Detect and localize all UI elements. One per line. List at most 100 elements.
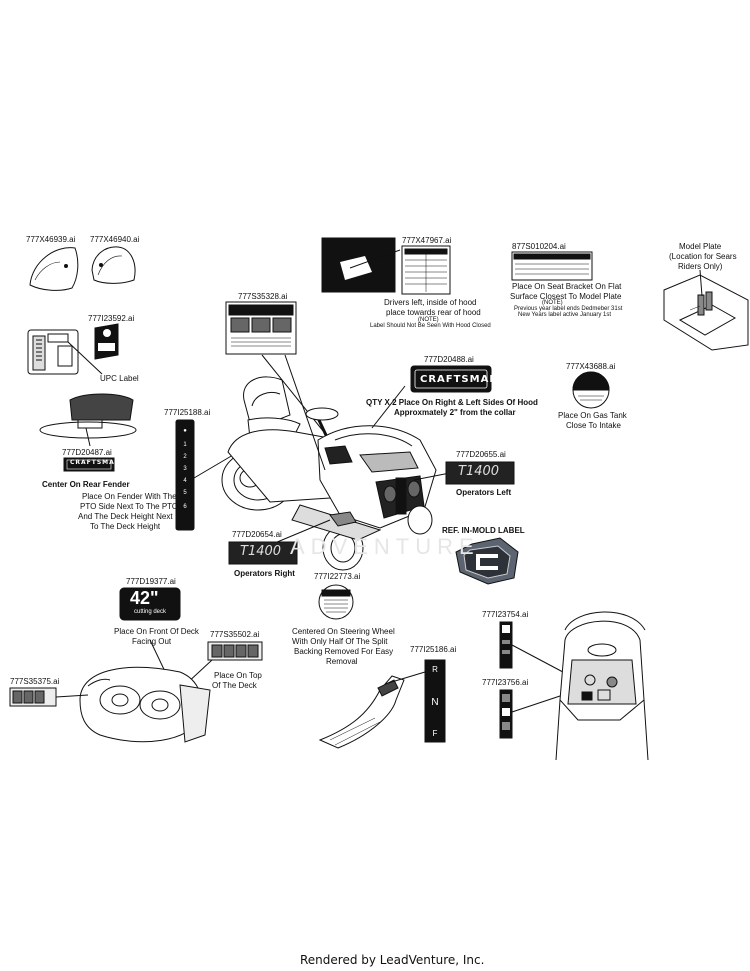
part-number-777x43688: 777X43688.ai bbox=[566, 362, 616, 371]
t1400-left-badge-text: T1400 bbox=[458, 464, 500, 479]
svg-text:6: 6 bbox=[183, 504, 187, 510]
operators-left-text: Operators Left bbox=[456, 488, 512, 497]
craftsman-fender-badge-icon bbox=[63, 457, 115, 472]
part-number-777d20487: 777D20487.ai bbox=[62, 448, 112, 457]
svg-text:N: N bbox=[431, 697, 438, 708]
cutting-deck-42-badge-icon bbox=[119, 587, 181, 621]
warning-label-card-icon bbox=[225, 301, 297, 355]
seat-bracket-line-1: Place On Seat Bracket On Flat bbox=[512, 282, 622, 291]
deck-side-leader-line bbox=[55, 694, 89, 698]
tractor-dashboard-illustration bbox=[555, 611, 649, 761]
model-plate-line-1: Model Plate bbox=[679, 242, 722, 251]
deck-top-warning-icon bbox=[207, 641, 263, 661]
part-number-777d20488: 777D20488.ai bbox=[424, 355, 474, 364]
dash-strip-lower-icon bbox=[499, 689, 513, 739]
svg-text:2: 2 bbox=[183, 454, 187, 460]
hood-badge-leader-line bbox=[371, 385, 406, 429]
part-number-777i25188: 777I25188.ai bbox=[164, 408, 211, 417]
t1400-right-badge-text: T1400 bbox=[240, 544, 282, 559]
hood-instruction-line-1: Drivers left, inside of hood bbox=[384, 298, 477, 307]
seat-note-heading: (NOTE) bbox=[542, 300, 563, 306]
steering-line-3: Backing Removed For Easy bbox=[294, 647, 394, 656]
deck-top-line-2: Of The Deck bbox=[212, 681, 257, 690]
pto-instruction-line-4: To The Deck Height bbox=[90, 522, 161, 531]
in-mold-emblem-icon bbox=[455, 537, 519, 585]
svg-text:R: R bbox=[432, 665, 438, 674]
render-credit-footer: Rendered by LeadVenture, Inc. bbox=[300, 953, 485, 967]
svg-text:5: 5 bbox=[183, 490, 187, 496]
part-number-777i25186: 777I25186.ai bbox=[410, 645, 457, 654]
seat-note-line-1: Previous year label ends Dedmeber 31st bbox=[514, 306, 623, 312]
svg-text:●: ● bbox=[183, 428, 187, 434]
fender-decal-left-icon bbox=[29, 247, 79, 291]
svg-text:F: F bbox=[433, 729, 438, 738]
hood-badge-logo-text: CRAFTSMAN bbox=[420, 374, 499, 385]
center-on-rear-fender-text: Center On Rear Fender bbox=[42, 480, 130, 489]
deck-front-line-1: Place On Front Of Deck bbox=[114, 627, 199, 636]
fender-badge-logo-text: CRAFTSMAN bbox=[70, 459, 121, 466]
hood-inner-label-icon bbox=[321, 237, 451, 295]
steering-notice-icon bbox=[318, 584, 354, 620]
part-number-777d19377: 777D19377.ai bbox=[126, 577, 176, 586]
upc-notice-tag-icon bbox=[94, 323, 119, 360]
svg-text:4: 4 bbox=[183, 478, 187, 484]
part-number-777x46940: 777X46940.ai bbox=[90, 235, 140, 244]
hood-badge-line-1: QTY X 2 Place On Right & Left Sides Of H… bbox=[366, 398, 538, 407]
hood-instruction-line-2: place towards rear of hood bbox=[386, 308, 481, 317]
seat-bracket-line-2: Surface Closest To Model Plate bbox=[510, 292, 622, 301]
gas-tank-label-icon bbox=[572, 371, 610, 409]
riding-mower-illustration bbox=[221, 376, 437, 571]
part-number-777s35502: 777S35502.ai bbox=[210, 630, 260, 639]
pedal-illustration bbox=[318, 675, 405, 749]
watermark: ADVENTURE bbox=[290, 534, 480, 559]
part-number-777x47967: 777X47967.ai bbox=[402, 236, 452, 245]
seat-note-line-2: New Years label active January 1st bbox=[518, 312, 612, 318]
pto-instruction-line-2: PTO Side Next To The PTO bbox=[80, 502, 179, 511]
t1400-right-badge-icon bbox=[228, 541, 298, 565]
pto-deck-height-strip-icon: ● 1 2 3 4 5 6 bbox=[175, 419, 195, 531]
model-plate-line-3: Riders Only) bbox=[678, 262, 723, 271]
part-number-777s35375: 777S35375.ai bbox=[10, 677, 60, 686]
part-number-777i23592: 777I23592.ai bbox=[88, 314, 135, 323]
hood-leader-line bbox=[349, 249, 401, 269]
cutting-deck-label-text: cutting deck bbox=[134, 609, 167, 615]
hood-note-heading: (NOTE) bbox=[418, 317, 439, 323]
gas-tank-line-2: Close To Intake bbox=[566, 421, 621, 430]
part-number-777d20654: 777D20654.ai bbox=[232, 530, 282, 539]
deck-top-line-1: Place On Top bbox=[214, 671, 262, 680]
deck-side-warning-icon bbox=[9, 687, 57, 707]
model-plate-bracket-icon bbox=[663, 269, 749, 351]
craftsman-hood-badge-icon bbox=[410, 365, 492, 393]
mower-deck-illustration bbox=[79, 666, 211, 743]
pedal-decal-strip-icon: R N F bbox=[424, 659, 446, 743]
gas-tank-line-1: Place On Gas Tank bbox=[558, 411, 627, 420]
part-number-777i22773: 777I22773.ai bbox=[314, 572, 361, 581]
dash-strip-upper-icon bbox=[499, 621, 513, 669]
deck-front-line-2: Facing Out bbox=[132, 637, 172, 646]
part-number-777d20655: 777D20655.ai bbox=[456, 450, 506, 459]
operators-right-text: Operators Right bbox=[234, 569, 295, 578]
part-number-777s35328: 777S35328.ai bbox=[238, 292, 288, 301]
t1400-left-badge-icon bbox=[445, 461, 515, 485]
hood-badge-line-2: Approxmately 2" from the collar bbox=[394, 408, 516, 417]
upc-label-text: UPC Label bbox=[100, 374, 139, 383]
hood-note-text: Label Should Not Be Seen With Hood Close… bbox=[370, 323, 491, 329]
pto-instruction-line-1: Place On Fender With The bbox=[82, 492, 177, 501]
pto-instruction-line-3: And The Deck Height Next bbox=[78, 512, 173, 521]
hood-inner-leader-line bbox=[284, 354, 326, 471]
rear-fender-seat-icon bbox=[39, 393, 137, 447]
part-number-877s010204: 877S010204.ai bbox=[512, 242, 566, 251]
svg-text:3: 3 bbox=[183, 466, 187, 472]
upc-bracket-icon bbox=[27, 329, 79, 375]
part-number-777i23754: 777I23754.ai bbox=[482, 610, 529, 619]
operators-right-leader-line bbox=[269, 519, 331, 546]
cutting-deck-size-text: 42" bbox=[130, 588, 159, 608]
upc-leader-line bbox=[67, 341, 103, 375]
in-mold-label-text: REF. IN-MOLD LABEL bbox=[442, 526, 525, 535]
steering-line-2: With Only Half Of The Split bbox=[292, 637, 388, 646]
part-number-777i23756: 777I23756.ai bbox=[482, 678, 529, 687]
emission-label-icon bbox=[511, 251, 593, 281]
fender-decal-right-icon bbox=[91, 246, 136, 284]
